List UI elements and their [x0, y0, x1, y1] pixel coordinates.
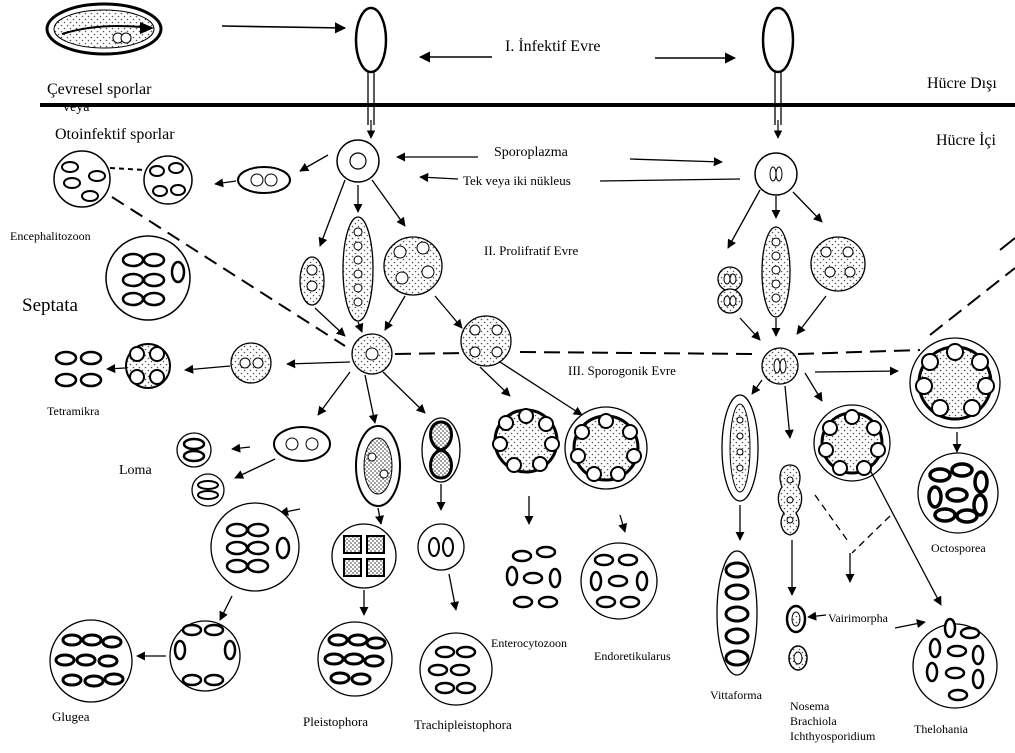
germination-tube-right [763, 8, 793, 138]
glugea-spore-mass [50, 620, 132, 702]
septata-cell [106, 236, 190, 320]
loma-oval-cell [274, 427, 330, 461]
pleistophora-precursor [356, 426, 400, 506]
pleistophora-quartered-cell [332, 524, 396, 588]
sporoplasm-right [755, 153, 797, 195]
proliferative-cell-small-left [300, 257, 324, 305]
environmental-spore-icon [47, 4, 161, 54]
loma-label: Loma [119, 464, 152, 478]
environmental-spores-label: Çevresel sporlar [47, 82, 151, 98]
intracellular-label: Hücre İçi [936, 133, 996, 149]
trachipleistophora-spores [420, 633, 492, 705]
cell-membrane-line [40, 103, 1015, 107]
proliferative-cell-round-left [384, 237, 442, 295]
proliferative-cell-long-right [762, 227, 790, 317]
trachipleistophora-precursor [422, 418, 460, 482]
vittaforma-spores [717, 551, 757, 675]
vittaforma-precursor [722, 395, 758, 501]
tetramikra-spores [56, 352, 101, 386]
septata-label: Septata [22, 296, 78, 315]
brachiola-label: Brachiola [790, 715, 837, 727]
autoinfective-cell-2 [144, 156, 192, 204]
proliferative-cell-round-right [811, 237, 865, 291]
nosema-spore-2 [789, 646, 807, 670]
sporogonic-stage-label: III. Sporogonik Evre [568, 364, 676, 377]
sporont-left [352, 334, 392, 374]
pleistophora-label: Pleistophora [303, 715, 368, 728]
nuclei-label: Tek veya iki nükleus [463, 174, 571, 187]
octosporea-plasmodium [910, 338, 1000, 428]
nosema-spore-1 [787, 606, 805, 632]
glugea-precursor-large [211, 503, 299, 591]
vairimorpha-label: Vairimorpha [828, 612, 888, 624]
sporoblast-oval-top [238, 167, 290, 193]
pleistophora-spore-mass [318, 622, 392, 696]
loma-spore-top [177, 433, 211, 467]
sporont-right [762, 348, 798, 384]
trachipleistophora-intermediate [418, 524, 464, 570]
endoretikularus-label: Endoretikularus [594, 650, 671, 662]
thelohania-spores [913, 619, 997, 708]
loma-spore-bottom [192, 474, 224, 506]
octosporea-label: Octosporea [931, 542, 986, 554]
enterocytozoon-plasmodium [493, 409, 559, 472]
vittaforma-label: Vittaforma [710, 689, 762, 701]
sporoplasm-label: Sporoplazma [494, 146, 568, 160]
autoinfective-spores-label: Otoinfektif sporlar [55, 127, 175, 143]
tetramikra-precursor-cell [231, 343, 271, 383]
germination-tube-left [356, 8, 386, 138]
endoretikularus-plasmodium [565, 407, 647, 489]
extracellular-label: Hücre Dışı [927, 76, 997, 92]
octosporea-spores [918, 453, 998, 533]
tetramikra-cluster-cell [126, 344, 170, 388]
thelohania-label: Thelohania [914, 723, 968, 735]
autoinfective-cell-1 [54, 151, 110, 207]
nosema-precursor [778, 465, 801, 535]
proliferative-cell-long-left [343, 217, 373, 321]
thelohania-plasmodium [814, 405, 890, 481]
sporoplasm-left [337, 140, 379, 182]
encephalitozoon-label: Encephalitozoon [10, 230, 91, 242]
ichthyosporidium-label: Ichthyosporidium [790, 730, 875, 742]
glugea-ring-cell [170, 621, 240, 691]
proliferative-cell-small-right [718, 267, 742, 313]
trachipleistophora-label: Trachipleistophora [414, 718, 512, 731]
proliferative-stage-label: II. Prolifratif Evre [484, 244, 578, 257]
nosema-label: Nosema [790, 700, 829, 712]
infective-stage-label: I. İnfektif Evre [505, 39, 601, 55]
endoretikularus-spores [581, 543, 657, 619]
sporogonic-round-cell [461, 316, 511, 366]
or-label: veya [63, 101, 89, 115]
tetramikra-label: Tetramikra [47, 405, 99, 417]
glugea-label: Glugea [52, 710, 90, 723]
enterocytozoon-label: Enterocytozoon [491, 637, 567, 649]
enterocytozoon-spores [507, 547, 560, 607]
